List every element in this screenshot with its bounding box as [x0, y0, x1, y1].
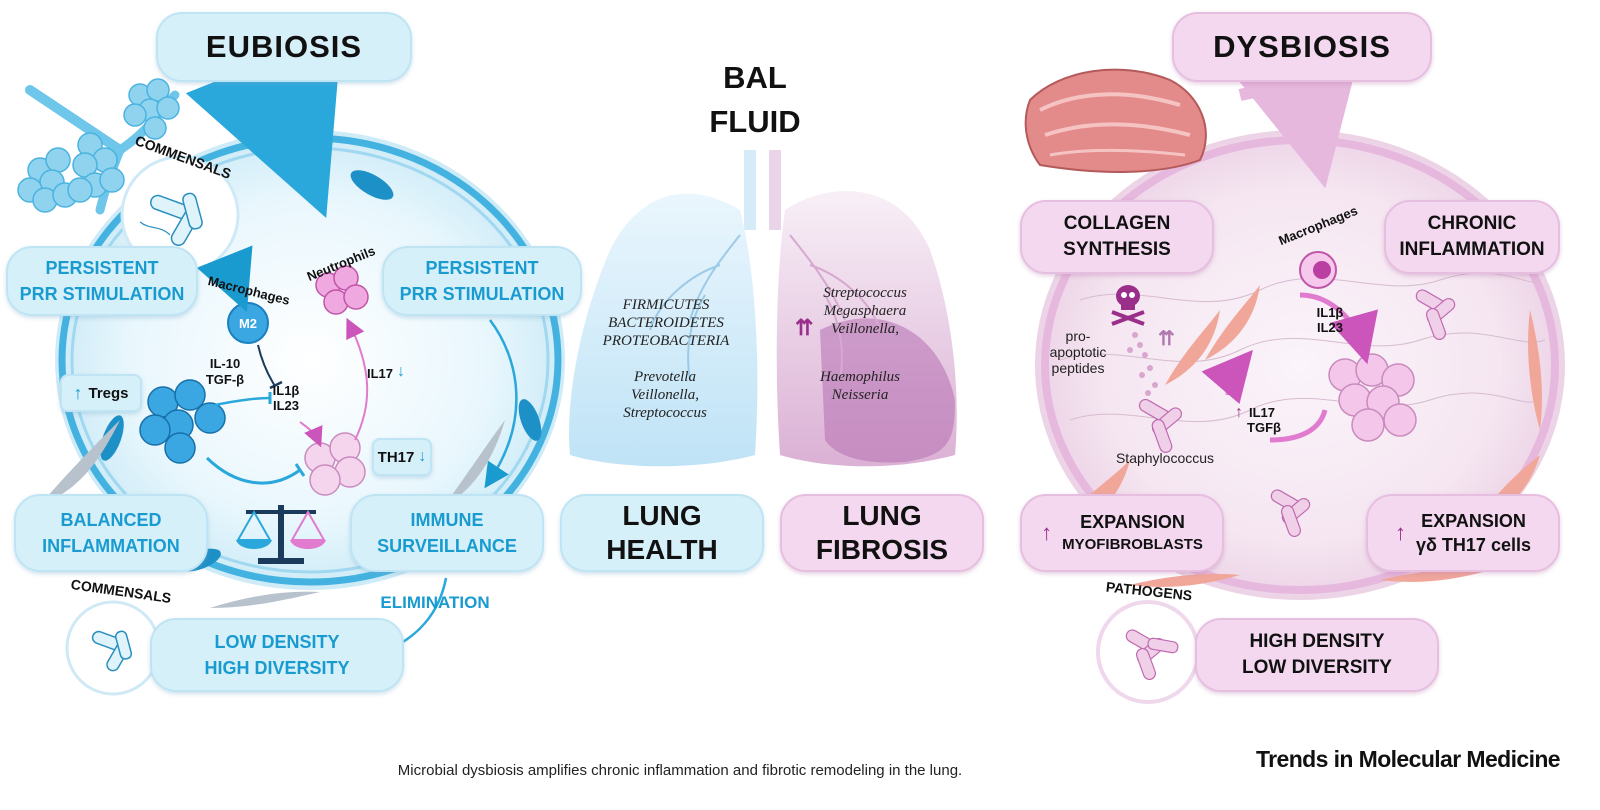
elimination-label: ELIMINATION: [380, 593, 490, 612]
gd-th17-up-arrow-icon: ↑: [1395, 520, 1406, 545]
neutrophil-cluster: [315, 265, 369, 315]
pro-apoptotic-label: pro- apoptotic peptides: [1049, 328, 1107, 376]
commensals-circle-top: [120, 155, 240, 275]
fibrosis-genera-upper: Streptococcus Megasphaera Veillonella,: [823, 285, 907, 337]
eubiosis-arrows: [196, 245, 518, 663]
pathogen-clumps: [1138, 289, 1456, 537]
lung-tissue-illustration: [1024, 68, 1207, 173]
tgfb-label-right: TGFβ: [1247, 420, 1281, 435]
inflammatory-cell-cluster: [1328, 353, 1417, 442]
peptide-dots: [1127, 332, 1158, 396]
top-curved-arrow: [185, 30, 342, 218]
il17-up-arrow-icon: ↑: [1235, 404, 1243, 421]
il23-label-right: IL23: [1316, 320, 1343, 335]
bal-fluid-title: BAL FLUID: [709, 60, 801, 139]
staphylococcus-label: Staphylococcus: [1115, 450, 1215, 466]
expansion-gd-th17-box: ↑ EXPANSION γδ TH17 cells: [1366, 494, 1560, 572]
dysbiosis-title: DYSBIOSIS: [1172, 12, 1432, 82]
macrophage-pink-cell: [1299, 251, 1337, 289]
myofibroblasts-up-arrow-icon: ↑: [1041, 520, 1053, 545]
alveolar-sacs-illustration: [17, 78, 180, 215]
th17-down-arrow-icon: ↓: [418, 448, 427, 465]
treg-cluster: [139, 379, 226, 464]
eubiosis-title: EUBIOSIS: [156, 12, 412, 82]
il17-label-right: IL17: [1248, 405, 1275, 420]
il23-label-left: IL23: [272, 398, 299, 413]
balance-scale-icon: [236, 505, 326, 564]
tgfb-label-left: TGF-β: [205, 372, 245, 387]
il17-label-left: IL17: [366, 366, 393, 381]
svg-text:⇈: ⇈: [1158, 328, 1175, 350]
tregs-box: ↑Tregs: [60, 374, 142, 412]
dysbiosis-arrows: ⇈ ⇈: [795, 292, 1378, 443]
th17-box: TH17↓: [372, 438, 432, 476]
healthy-phyla-list: FIRMICUTES BACTEROIDETES PROTEOBACTERIA: [602, 297, 730, 349]
svg-text:⇈: ⇈: [795, 315, 813, 340]
journal-logo: Trends in Molecular Medicine: [1256, 746, 1561, 772]
pathogens-circle: [1096, 600, 1200, 704]
tregs-up-arrow-icon: ↑: [73, 382, 83, 403]
lung-illustration: [569, 150, 957, 467]
m2-label: M2: [238, 316, 258, 331]
il1b-label-left: IL1β: [272, 383, 300, 398]
healthy-genera-list: Prevotella Veillonella, Streptococcus: [623, 369, 707, 421]
il10-label: IL-10: [209, 356, 241, 371]
fibrosis-genera-lower: Haemophilus Neisseria: [820, 369, 900, 403]
figure-caption: Microbial dysbiosis amplifies chronic in…: [397, 762, 963, 779]
th17-cluster: [304, 432, 366, 496]
commensals-circle-bottom: [65, 600, 161, 696]
il1b-label-right: IL1β: [1316, 305, 1344, 320]
expansion-myofibroblasts-box: ↑ EXPANSION MYOFIBROBLASTS: [1020, 494, 1224, 572]
il17-down-arrow-icon: ↓: [397, 363, 405, 380]
skull-icon: [1111, 285, 1145, 326]
dysbiosis-curved-arrow: [1224, 32, 1365, 189]
